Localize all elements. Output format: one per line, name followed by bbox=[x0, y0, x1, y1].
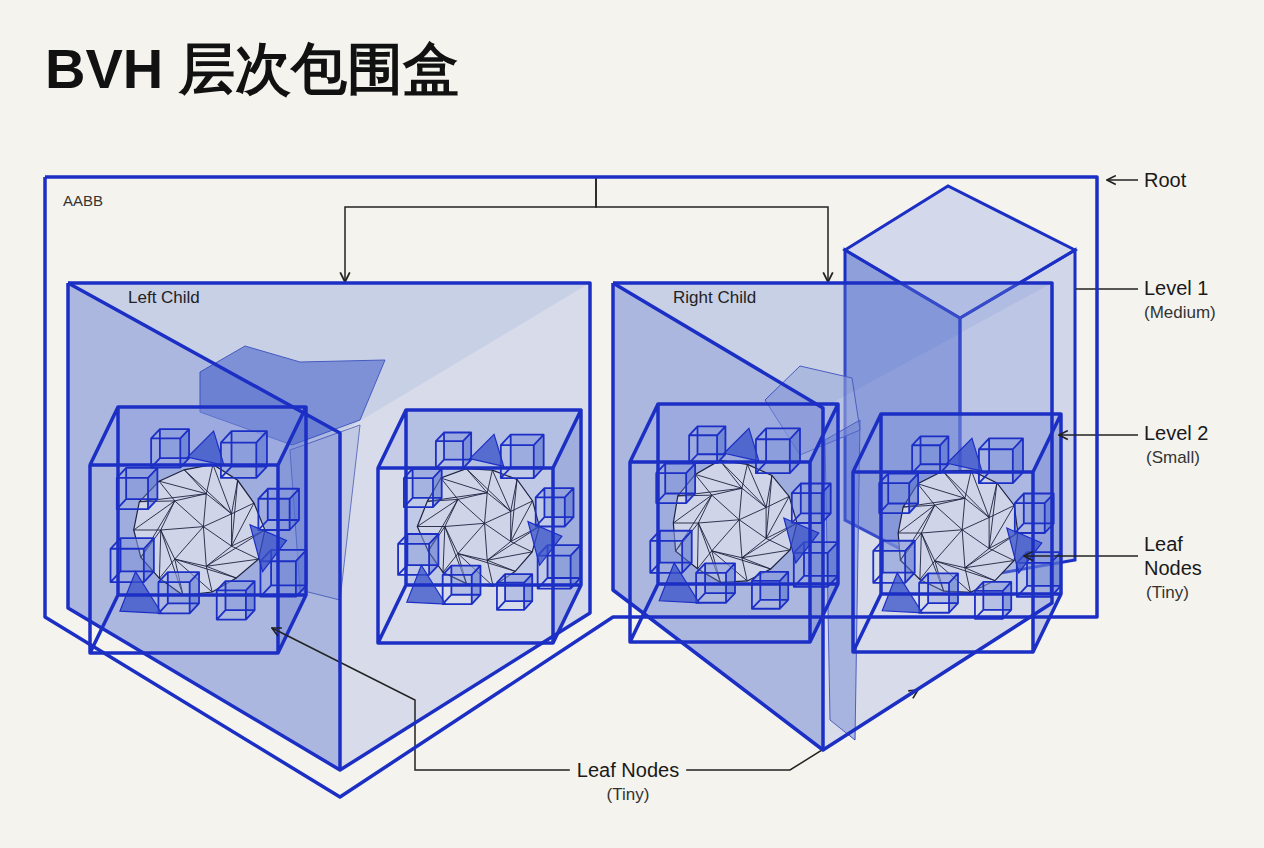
callout-label: Leaf Nodes bbox=[1144, 532, 1224, 580]
text-holder: Right Child bbox=[673, 287, 756, 309]
cube-edges bbox=[151, 429, 189, 467]
primitive-triangle bbox=[947, 438, 982, 471]
box-border bbox=[68, 283, 590, 770]
cube-edges bbox=[501, 435, 544, 478]
box-edge bbox=[613, 283, 823, 750]
box-outline bbox=[45, 177, 1097, 797]
box-border bbox=[613, 283, 1052, 750]
box-outline bbox=[68, 283, 590, 773]
root-aabb: AABB Left Child Right Child bbox=[45, 177, 1097, 797]
cube-edges bbox=[752, 572, 788, 609]
callout-label: Level 2 bbox=[1144, 421, 1209, 445]
primitive-triangle bbox=[1007, 528, 1042, 573]
label-slot: Root bbox=[1144, 168, 1186, 192]
callout-label: (Small) bbox=[1146, 447, 1200, 469]
cube-edges bbox=[217, 581, 255, 619]
cube-edges bbox=[436, 433, 471, 469]
tree-connector bbox=[345, 177, 596, 282]
background-shapes bbox=[68, 186, 1075, 770]
cube-face bbox=[90, 407, 306, 465]
box-label: AABB bbox=[63, 191, 103, 211]
callout-label: Level 1 bbox=[1144, 276, 1209, 300]
label-slot: Level 2 bbox=[1144, 421, 1209, 445]
cube-edges bbox=[912, 436, 948, 473]
cube-edges bbox=[656, 464, 695, 503]
cube-edges bbox=[497, 574, 532, 610]
cube-face bbox=[630, 404, 838, 462]
label-slot: Leaf Nodes bbox=[548, 758, 708, 782]
cube-face bbox=[378, 410, 581, 468]
box-border bbox=[45, 177, 1097, 797]
primitive-triangle bbox=[528, 522, 562, 566]
box-face-fill bbox=[68, 283, 340, 770]
leaf-aabb bbox=[90, 407, 306, 653]
cube-edges bbox=[756, 428, 800, 473]
primitive-triangle bbox=[120, 572, 162, 614]
cube-face bbox=[256, 431, 267, 478]
primitive-triangle bbox=[250, 525, 286, 572]
primitive-triangle bbox=[188, 431, 224, 465]
callout-label: (Medium) bbox=[1144, 302, 1216, 324]
diagram-title: BVH 层次包围盒 bbox=[45, 34, 459, 104]
child-aabb: Right Child bbox=[613, 283, 1052, 750]
leader-line bbox=[1024, 555, 1138, 557]
cube-edges bbox=[378, 410, 581, 643]
leader-line bbox=[1107, 179, 1138, 181]
cube-face bbox=[853, 414, 1061, 472]
cube-edges bbox=[689, 426, 725, 463]
cube-edges bbox=[630, 404, 838, 642]
label-slot: (Tiny) bbox=[1146, 582, 1189, 604]
box-label: Left Child bbox=[128, 287, 200, 309]
text-holder: AABB bbox=[63, 191, 103, 211]
leaf-aabb bbox=[630, 404, 838, 642]
cube-edges bbox=[879, 474, 918, 513]
leader-line bbox=[1076, 288, 1138, 290]
text-holder: Left Child bbox=[128, 287, 200, 309]
cube-edges bbox=[398, 534, 438, 575]
label-slot: Level 1 bbox=[1144, 276, 1209, 300]
primitive-triangle bbox=[784, 518, 819, 563]
label-slot: (Small) bbox=[1146, 447, 1200, 469]
child-aabb: Left Child bbox=[68, 283, 590, 773]
primitive-triangle bbox=[470, 434, 504, 466]
callout-label: Leaf Nodes bbox=[577, 758, 679, 782]
leaf-aabb bbox=[378, 410, 581, 643]
title-slot: BVH 层次包围盒 bbox=[45, 34, 459, 104]
cube-edges bbox=[975, 582, 1011, 619]
primitive-triangle bbox=[724, 428, 759, 461]
box-face-fill bbox=[340, 283, 590, 770]
tree-connector bbox=[596, 177, 828, 282]
box-outline bbox=[613, 283, 1052, 750]
cube-edges bbox=[90, 407, 306, 653]
box-edge bbox=[68, 283, 340, 770]
leader-lines bbox=[272, 180, 1138, 770]
cube-edges bbox=[221, 431, 267, 478]
callout-label: (Tiny) bbox=[607, 784, 650, 806]
label-slot: Leaf Nodes bbox=[1144, 532, 1224, 580]
cube-edges bbox=[979, 438, 1023, 483]
box-label: Right Child bbox=[673, 287, 756, 309]
label-slot: (Medium) bbox=[1144, 302, 1216, 324]
cube-edges bbox=[404, 469, 442, 507]
cube-edges bbox=[117, 468, 158, 509]
callout-label: Root bbox=[1144, 168, 1186, 192]
callout-label: (Tiny) bbox=[1146, 582, 1189, 604]
label-slot: (Tiny) bbox=[548, 784, 708, 806]
leader-line bbox=[272, 628, 570, 770]
cube-edges bbox=[158, 572, 199, 613]
leader-line bbox=[686, 690, 918, 770]
